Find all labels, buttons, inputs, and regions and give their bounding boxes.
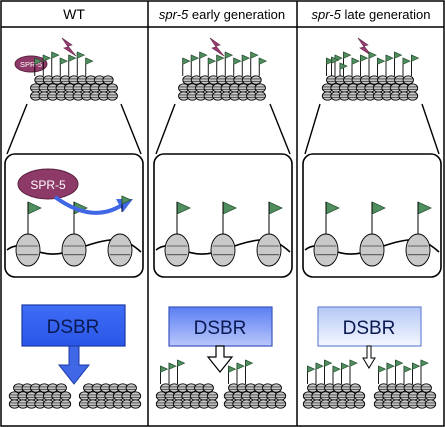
zoom-panel-1 bbox=[153, 103, 293, 278]
nucleosome-cluster-bottom-wt-b bbox=[78, 383, 142, 409]
nucleosome-cluster-top-late bbox=[321, 51, 420, 101]
arrowhead bbox=[116, 199, 133, 212]
nucleosome-cluster-top-wt bbox=[30, 51, 118, 101]
dsbr-label-wt: DSBR bbox=[47, 317, 100, 338]
repair-arrow-late bbox=[362, 345, 376, 369]
dsbr-label-late: DSBR bbox=[343, 318, 396, 339]
zoom-panel-2 bbox=[302, 103, 442, 278]
repair-arrow-early bbox=[206, 345, 234, 373]
nucleosome-cluster-bottom-early-a bbox=[155, 359, 219, 409]
demethylation-arrow bbox=[53, 195, 124, 215]
panel-header-late: spr-5 late generation bbox=[311, 7, 430, 22]
dsb-bolt-wt bbox=[61, 37, 77, 57]
spr5-oval-label: SPR-5 bbox=[30, 178, 66, 192]
dsbr-box-wt bbox=[21, 304, 126, 347]
nucleosome-cluster-bottom-late-b bbox=[373, 359, 437, 409]
repair-arrow-wt bbox=[57, 345, 91, 385]
nucleosome-cluster-top-early bbox=[178, 51, 268, 101]
spr5-oval bbox=[17, 168, 79, 200]
nucleosome-cluster-bottom-wt-a bbox=[8, 383, 72, 409]
dsbr-box-late bbox=[317, 306, 422, 347]
spr5-small-label: SPR-5 bbox=[20, 60, 42, 69]
dsbr-label-early: DSBR bbox=[194, 318, 247, 339]
nucleosome-cluster-bottom-early-b bbox=[223, 359, 287, 409]
nucleosome-cluster-bottom-late-a bbox=[302, 359, 366, 409]
dsbr-box-early bbox=[168, 306, 273, 347]
removed-flag bbox=[121, 195, 132, 212]
panel-header-early: spr-5 early generation bbox=[159, 7, 285, 22]
dsb-bolt-early bbox=[209, 37, 225, 57]
panel-header-wt: WT bbox=[63, 6, 85, 22]
